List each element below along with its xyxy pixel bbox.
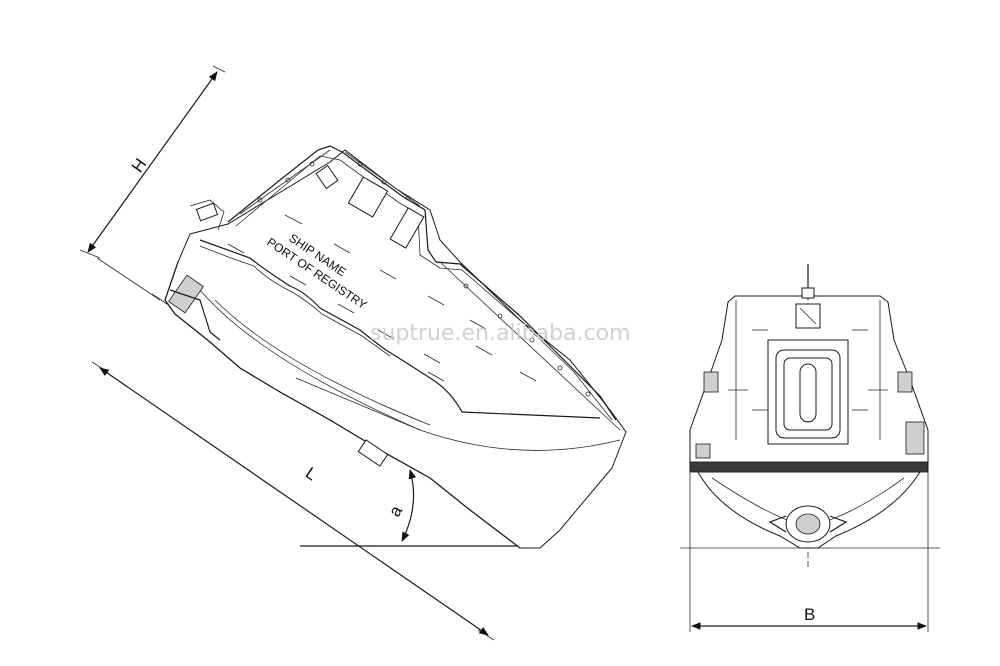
side-view: H L a [79, 65, 627, 641]
watermark-text: suptrue.en.alibaba.com [370, 321, 631, 346]
height-label: H [128, 155, 151, 176]
height-dimension: H [79, 65, 226, 259]
front-view: B [680, 264, 940, 632]
stern-details [168, 199, 225, 341]
length-label: L [302, 463, 320, 484]
door-frame [767, 339, 849, 445]
breadth-dimension: B [689, 472, 929, 632]
breadth-label: B [804, 605, 815, 624]
angle-label: a [385, 502, 406, 520]
propeller [768, 505, 848, 543]
